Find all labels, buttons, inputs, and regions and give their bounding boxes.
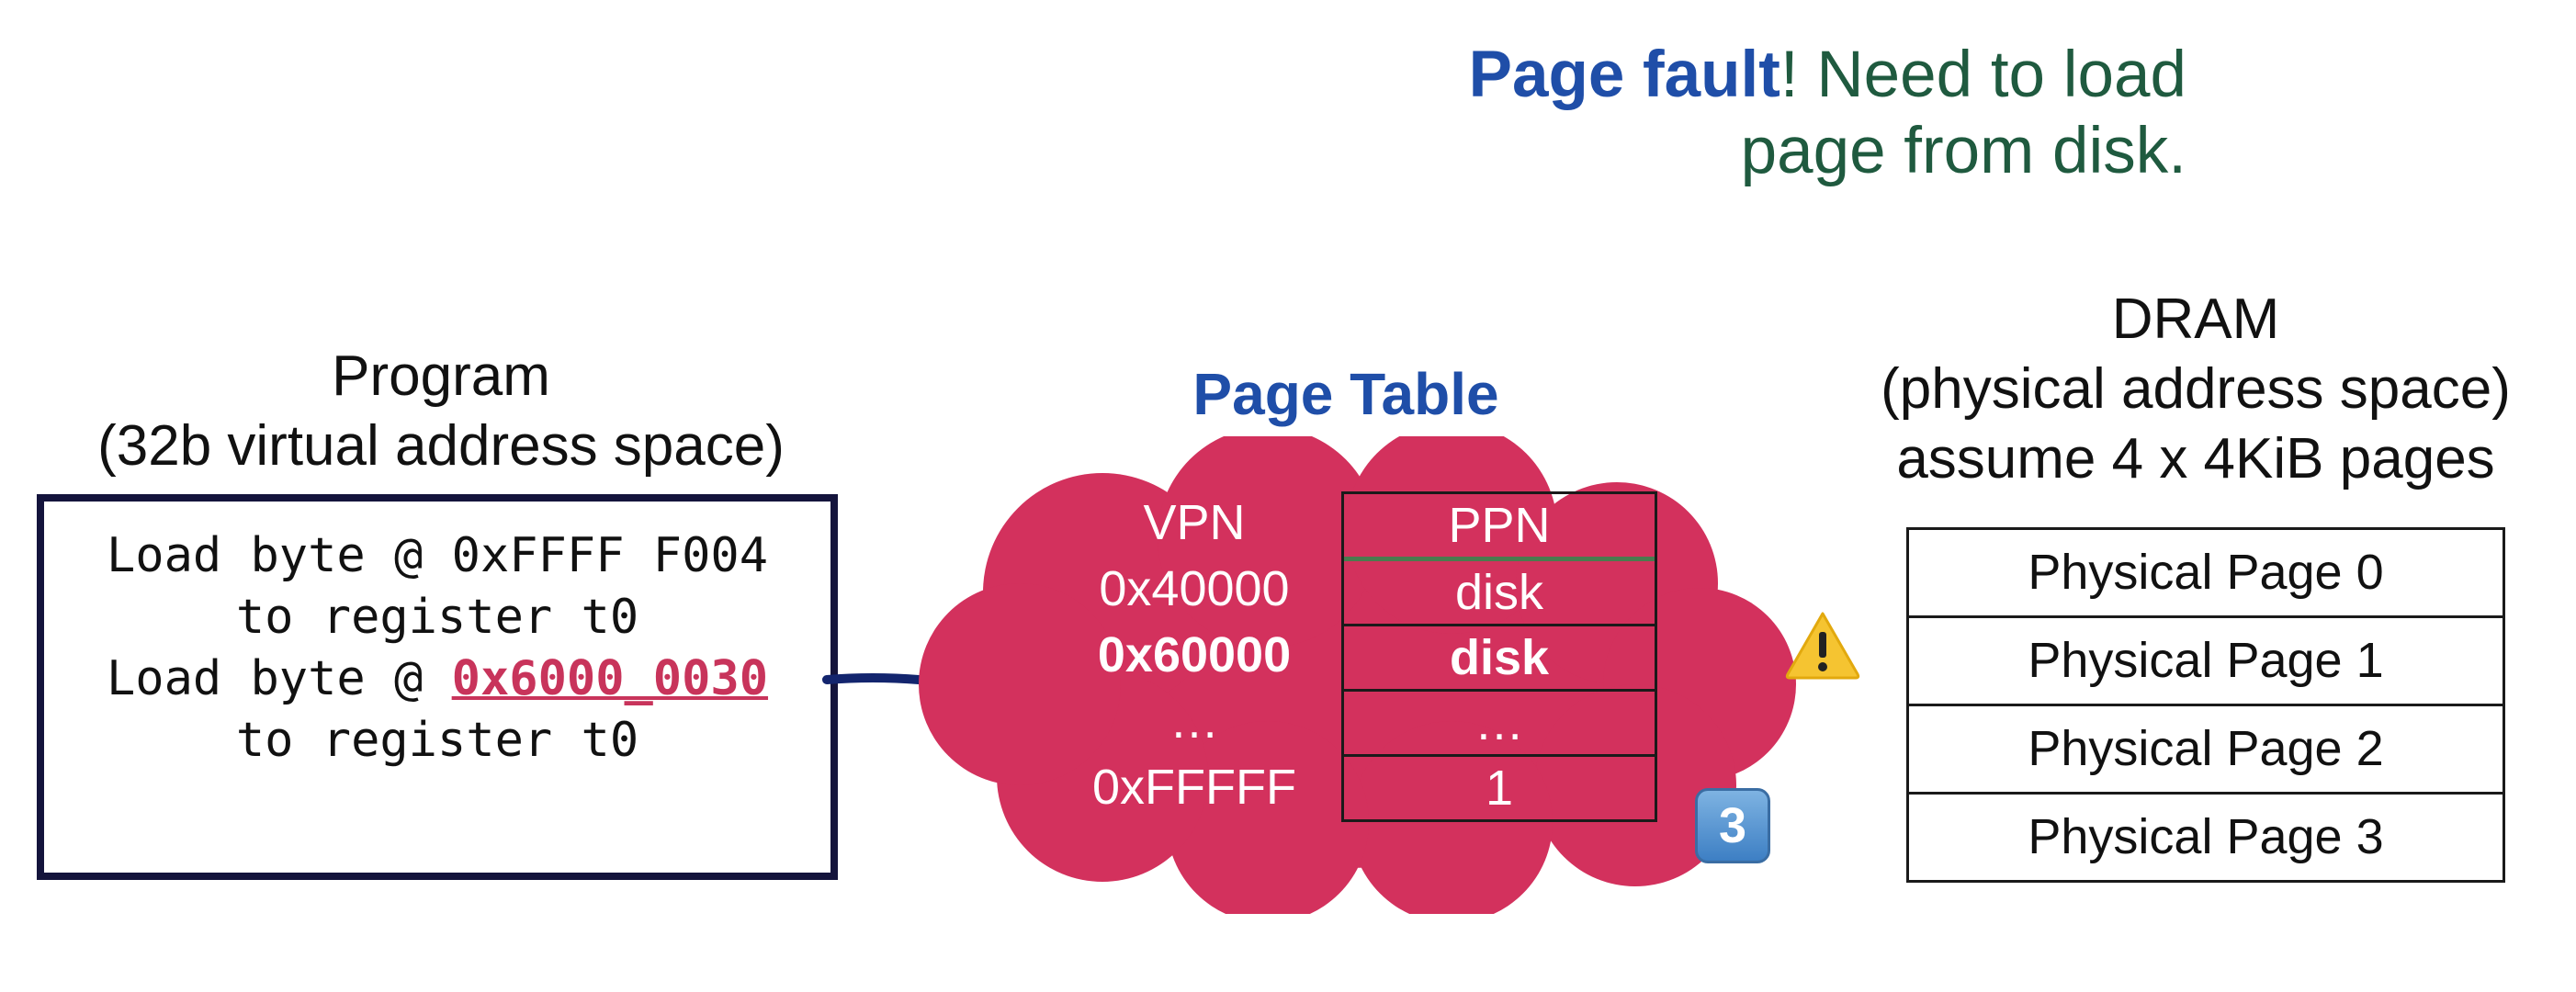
code-line-4: to register t0: [55, 710, 819, 772]
ppn-row-2: …: [1344, 692, 1655, 757]
code-line-3: Load byte @ 0x6000_0030: [55, 648, 819, 710]
physical-page-3: Physical Page 3: [2028, 809, 2384, 864]
page-table-title: Page Table: [1192, 361, 1499, 427]
program-title: Program (32b virtual address space): [37, 342, 845, 481]
program-code: Load byte @ 0xFFFF F004 to register t0 L…: [55, 525, 819, 772]
code-line-1: Load byte @ 0xFFFF F004: [55, 525, 819, 587]
physical-page-0: Physical Page 0: [1909, 530, 2503, 618]
code-line-4-text: to register t0: [235, 713, 639, 768]
vpn-row-0: 0x40000: [1099, 561, 1290, 616]
vpn-row-2: …: [1169, 693, 1219, 749]
vpn-header: VPN: [1143, 495, 1246, 550]
vpn-row-3: 0xFFFFF: [1092, 760, 1296, 815]
code-line-2: to register t0: [55, 587, 819, 648]
page-fault-line2: page from disk.: [1740, 115, 2186, 187]
dram-table: Physical Page 0 Physical Page 1 Physical…: [1906, 527, 2505, 883]
page-fault-label: Page fault: [1468, 39, 1780, 111]
code-line-1-prefix: Load byte @: [106, 528, 452, 583]
vpn-row-1: 0x60000: [1097, 627, 1292, 682]
physical-page-2: Physical Page 2: [1909, 706, 2503, 795]
highlighted-address: 0x6000_0030: [451, 651, 769, 706]
ppn-row-0: disk: [1344, 561, 1655, 626]
ppn-row-3: 1: [1485, 761, 1514, 816]
keycap-3-icon: 3: [1695, 788, 1770, 863]
dram-title-line3: assume 4 x 4KiB pages: [1896, 427, 2495, 490]
program-title-line2: (32b virtual address space): [97, 414, 785, 478]
ppn-header: PPN: [1344, 494, 1655, 561]
dram-title-line1: DRAM: [2111, 287, 2280, 351]
warning-icon: [1785, 612, 1860, 680]
dram-title: DRAM (physical address space) assume 4 x…: [1828, 285, 2563, 494]
ppn-table: PPN disk disk … 1: [1341, 491, 1657, 822]
dram-title-line2: (physical address space): [1881, 357, 2511, 421]
program-box: [37, 494, 838, 880]
page-fault-message: Page fault! Need to load page from disk.: [1249, 37, 2186, 189]
physical-page-1: Physical Page 1: [1909, 618, 2503, 706]
code-line-2-text: to register t0: [235, 590, 639, 645]
code-line-3-prefix: Load byte @: [106, 651, 452, 706]
program-title-line1: Program: [332, 344, 550, 408]
ppn-row-1: disk: [1344, 626, 1655, 692]
code-line-1-addr: 0xFFFF F004: [451, 528, 769, 583]
page-fault-line1: ! Need to load: [1779, 39, 2186, 111]
